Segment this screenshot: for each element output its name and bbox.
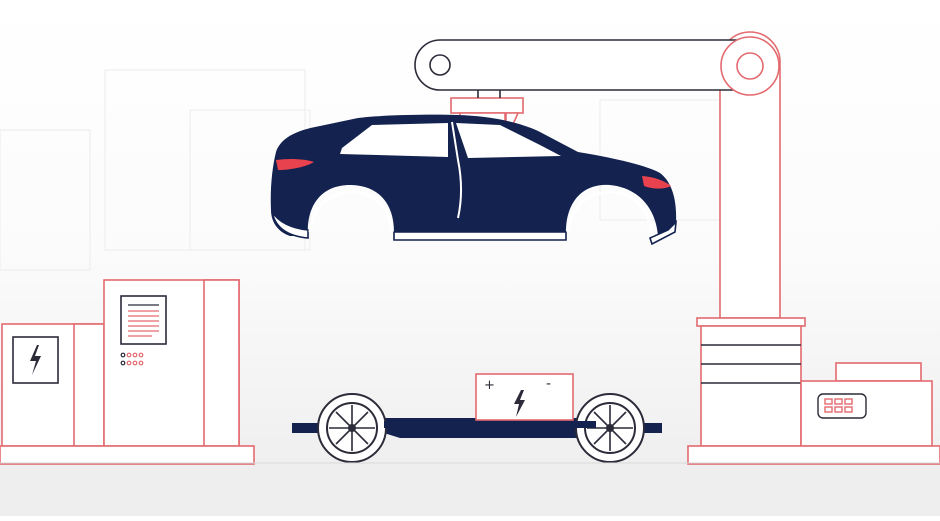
battery-plus-label: + [484, 378, 495, 393]
battery-pack: + - [475, 373, 574, 421]
keypad-icon [817, 393, 867, 419]
chassis-rail [384, 421, 596, 428]
rear-wheel [317, 393, 387, 463]
left-platform [0, 445, 255, 465]
charging-cabinet [1, 323, 105, 447]
right-platform [687, 445, 940, 465]
rear-window [340, 123, 448, 157]
lightning-bolt-icon [514, 390, 525, 417]
front-window [456, 123, 561, 158]
lightning-bolt-icon [30, 345, 41, 375]
robot-boom-pin [429, 54, 451, 76]
control-panel-screen [120, 295, 167, 345]
document-lines-icon [128, 304, 159, 337]
car-body [270, 114, 678, 246]
charging-cabinet-panel [12, 336, 59, 384]
control-panel-indicator-lights [120, 352, 144, 366]
front-wheel [575, 393, 645, 463]
battery-minus-label: - [546, 376, 551, 392]
floor [0, 462, 940, 516]
taillight [276, 158, 314, 170]
headlight [642, 176, 671, 189]
robot-arm-boom [414, 39, 753, 91]
robot-base [696, 317, 806, 447]
robot-base-bands [701, 344, 801, 384]
robot-shoulder-pin [736, 52, 764, 80]
